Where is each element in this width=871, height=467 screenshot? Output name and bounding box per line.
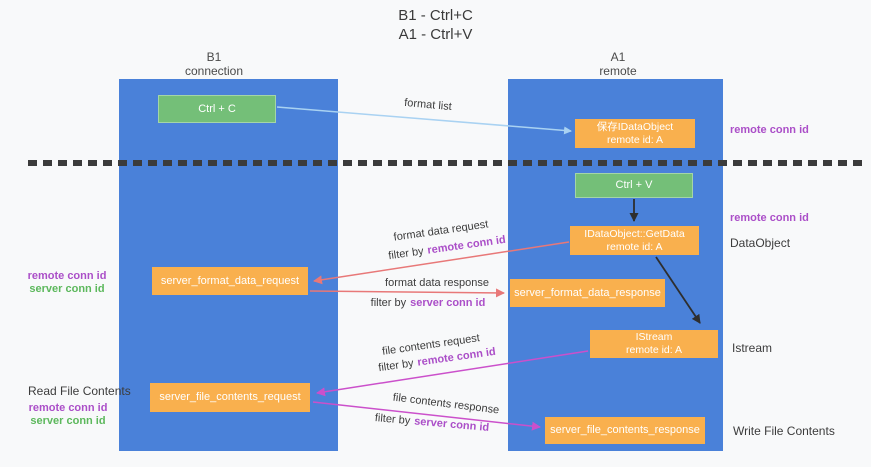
filter-by-text: filter by [370, 297, 407, 309]
diagram-title-line1: B1 - Ctrl+C [398, 7, 473, 24]
remote-conn-id-label-left-lower: remote conn id [28, 402, 108, 414]
file-request-box: server_file_contents_request [150, 383, 310, 412]
ctrl-c-box: Ctrl + C [158, 95, 276, 123]
server-conn-id-label-left-upper: server conn id [29, 283, 105, 295]
lifeline-right-title: A1 [610, 50, 626, 64]
diagram-title: B1 - Ctrl+C A1 - Ctrl+V [0, 6, 871, 44]
server-conn-id-inline: server conn id [413, 415, 490, 434]
server-conn-id-inline: server conn id [410, 297, 486, 309]
istream-side-label: Istream [732, 341, 773, 355]
filter-by-text: filter by [387, 245, 425, 263]
format-response-box: server_format_data_response [510, 279, 665, 307]
file-request-label: server_file_contents_request [159, 391, 301, 403]
file-response-box: server_file_contents_response [545, 417, 705, 444]
format-response-filter-label: filter by server conn id [371, 297, 486, 309]
istream-box: IStream remote id: A [590, 330, 718, 358]
ctrl-c-label: Ctrl + C [198, 102, 236, 115]
diagram-title-line2: A1 - Ctrl+V [398, 26, 473, 43]
file-contents-response-label: file contents response [392, 391, 500, 417]
format-data-response-arrow [309, 288, 505, 298]
lifeline-left-subtitle: connection [184, 64, 244, 78]
format-response-label: server_format_data_response [514, 286, 661, 299]
getdata-line2: remote id: A [606, 240, 663, 253]
lifeline-left-header: B1 connection [154, 50, 274, 78]
read-file-contents-label: Read File Contents [28, 384, 131, 398]
format-data-response-label: format data response [385, 277, 489, 289]
format-request-label: server_format_data_request [160, 274, 300, 287]
format-request-box: server_format_data_request [152, 267, 308, 295]
save-dataobject-box: 保存IDataObject remote id: A [575, 119, 695, 148]
save-dataobject-line1: 保存IDataObject [596, 120, 674, 133]
remote-conn-id-label-mid-right: remote conn id [730, 212, 809, 224]
file-response-filter-label: filter by server conn id [374, 412, 489, 434]
remote-conn-id-label-top-right: remote conn id [730, 124, 809, 136]
server-conn-id-label-left-lower: server conn id [30, 415, 106, 427]
dataobject-label: DataObject [730, 236, 791, 250]
filter-by-text: filter by [377, 357, 415, 375]
save-dataobject-line2: remote id: A [606, 133, 664, 146]
dashed-separator-line [28, 160, 862, 166]
lifeline-right-header: A1 remote [558, 50, 678, 78]
getdata-line1: IDataObject::GetData [584, 227, 685, 240]
remote-conn-id-label-left-upper: remote conn id [27, 270, 107, 282]
filter-by-text: filter by [374, 412, 411, 428]
lifeline-right-subtitle: remote [599, 64, 637, 78]
lifeline-left-title: B1 [206, 50, 222, 64]
ctrl-v-box: Ctrl + V [575, 173, 693, 198]
write-file-contents-label: Write File Contents [733, 424, 835, 438]
istream-line2: remote id: A [625, 344, 683, 356]
file-response-label: server_file_contents_response [550, 424, 700, 436]
format-list-label: format list [403, 96, 453, 114]
ctrl-v-label: Ctrl + V [615, 179, 653, 191]
getdata-box: IDataObject::GetData remote id: A [570, 226, 699, 255]
istream-line1: IStream [635, 331, 673, 343]
